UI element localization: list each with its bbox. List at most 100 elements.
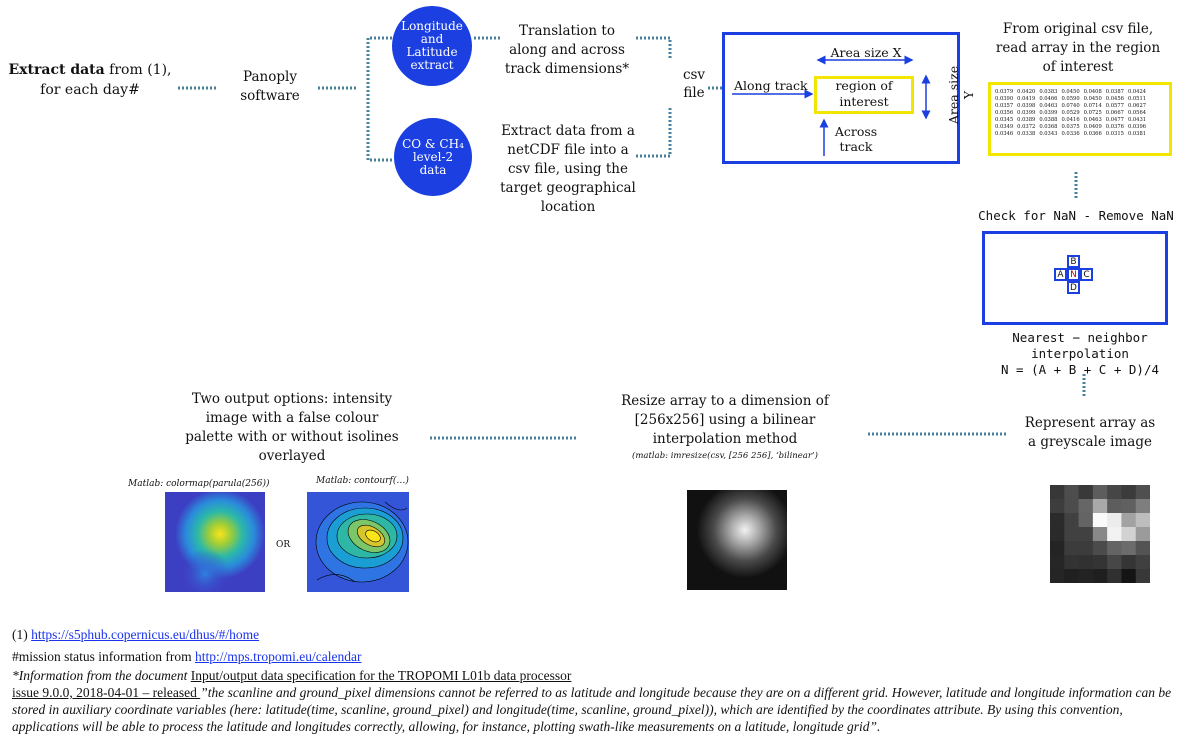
csv-table-cell: 0.0419	[1017, 96, 1036, 102]
pixel-cell	[1092, 555, 1108, 570]
csv-table-cell: 0.0463	[1083, 117, 1102, 123]
resize-matlab-code: (matlab: imresize(csv, [256 256], ‘bilin…	[632, 451, 818, 461]
panoply-line-2: software	[240, 88, 300, 104]
circle-top-line-3: Latitude	[406, 45, 458, 59]
csv-table-cell: 0.0409	[1083, 124, 1102, 130]
output-line-4: overlayed	[258, 448, 326, 464]
lon-lat-extract-circle: Longitude and Latitude extract	[392, 6, 472, 86]
csv-table-cell: 0.0388	[1039, 117, 1058, 123]
pixel-cell	[1050, 513, 1065, 528]
output-line-3: palette with or without isolines	[185, 429, 399, 445]
area-size-y-label: Area size Y	[946, 65, 976, 125]
neighbor-cell-n: N	[1067, 268, 1080, 281]
extract-csv-text: Extract data from a netCDF file into a c…	[488, 122, 648, 217]
pixel-cell	[1078, 485, 1094, 500]
csv-table-cell: 0.0431	[1127, 117, 1147, 123]
region-line-1: region of	[835, 78, 893, 93]
across-track-label: Across track	[826, 124, 886, 154]
csv-table-cell: 0.0356	[995, 110, 1014, 116]
info-quote: ”the scanline and ground_pixel dimension…	[12, 685, 1172, 734]
csv-table-cell: 0.0408	[1083, 89, 1102, 95]
pixel-cell	[1107, 555, 1122, 570]
pixel-cell	[1092, 513, 1108, 528]
pixel-cell	[1050, 485, 1065, 500]
resize-text: Resize array to a dimension of [256x256]…	[590, 392, 860, 449]
pixel-cell	[1135, 527, 1150, 542]
circle-top-line-4: extract	[410, 58, 454, 72]
neighbor-cell-d: D	[1067, 281, 1080, 294]
from-csv-line-1: From original csv file,	[1002, 21, 1154, 37]
csv-table-cell: 0.0376	[1105, 124, 1124, 130]
pixel-cell	[1121, 555, 1137, 570]
csv-table-cell: 0.0416	[1061, 117, 1080, 123]
pixel-cell	[1064, 555, 1080, 570]
csv-line-2: file	[683, 85, 705, 101]
matlab-contourf-label: Matlab: contourf(…)	[316, 476, 409, 486]
region-diagram-box	[722, 32, 960, 164]
pixel-cell	[1064, 569, 1080, 583]
pixel-cell	[1078, 499, 1094, 514]
nearest-neighbor-label: Nearest − neighbor interpolation N = (A …	[960, 330, 1200, 378]
csv-table-cell: 0.0740	[1061, 103, 1080, 109]
translation-line-2: along and across	[509, 42, 625, 58]
csv-table-cell: 0.0725	[1083, 110, 1102, 116]
pixel-cell	[1092, 485, 1108, 500]
false-colour-image	[165, 492, 265, 592]
csv-table-cell: 0.0667	[1105, 110, 1124, 116]
footnote-info: *Information from the document Input/out…	[12, 667, 1192, 735]
ref-prefix: (1)	[12, 627, 32, 642]
csv-table-cell: 0.0338	[1017, 131, 1036, 137]
pixel-cell	[1050, 499, 1065, 514]
from-csv-line-2: read array in the region	[995, 40, 1161, 56]
extract-data-line2: for each day#	[40, 82, 140, 98]
extract-csv-line-1: Extract data from a	[501, 123, 635, 139]
region-of-interest-box	[814, 76, 914, 114]
from-csv-line-3: of interest	[1042, 59, 1114, 75]
region-of-interest-label: region of interest	[814, 78, 914, 110]
copernicus-link[interactable]: https://s5phub.copernicus.eu/dhus/#/home	[31, 627, 260, 642]
csv-table-cell: 0.0590	[1061, 96, 1080, 102]
resize-line-1: Resize array to a dimension of	[621, 393, 829, 409]
extract-data-rest: from (1),	[104, 62, 172, 78]
pixel-cell	[1135, 513, 1150, 528]
csv-table-cell: 0.0399	[1017, 110, 1036, 116]
info-prefix: *Information from the document	[12, 668, 191, 683]
pixel-cell	[1064, 485, 1080, 500]
circle-top-line-1: Longitude	[401, 19, 463, 33]
csv-table-cell: 0.0336	[1061, 131, 1080, 137]
output-options-text: Two output options: intensity image with…	[162, 390, 422, 466]
neighbor-cell-b: B	[1067, 255, 1080, 268]
resized-greyscale-image	[687, 490, 787, 590]
pixel-cell	[1078, 555, 1094, 570]
pixel-cell	[1078, 541, 1094, 556]
across-line-2: track	[839, 139, 873, 154]
pixel-cell	[1135, 541, 1150, 556]
nearest-formula: N = (A + B + C + D)/4	[1000, 362, 1160, 377]
pixel-cell	[1121, 499, 1137, 514]
csv-table-cell: 0.0627	[1127, 103, 1147, 109]
region-arrows	[732, 55, 931, 156]
csv-table-cell: 0.0381	[1127, 131, 1147, 137]
pixel-cell	[1064, 527, 1080, 542]
csv-table-cell: 0.0343	[1039, 131, 1058, 137]
tropomi-calendar-link[interactable]: http://mps.tropomi.eu/calendar	[195, 649, 362, 664]
pixel-cell	[1092, 499, 1108, 514]
pixel-cell	[1107, 499, 1122, 514]
pixel-cell	[1135, 555, 1150, 570]
pixel-cell	[1064, 513, 1080, 528]
pixel-cell	[1078, 513, 1094, 528]
csv-table-cell: 0.0383	[1039, 89, 1058, 95]
pixel-cell	[1107, 513, 1122, 528]
csv-file-label: csv file	[672, 66, 716, 102]
csv-table-cell: 0.0396	[1127, 124, 1147, 130]
extract-csv-line-5: location	[540, 199, 596, 215]
matlab-colormap-label: Matlab: colormap(parula(256))	[128, 479, 270, 489]
pixel-cell	[1092, 527, 1108, 542]
pixel-cell	[1064, 541, 1080, 556]
across-line-1: Across	[834, 124, 878, 139]
